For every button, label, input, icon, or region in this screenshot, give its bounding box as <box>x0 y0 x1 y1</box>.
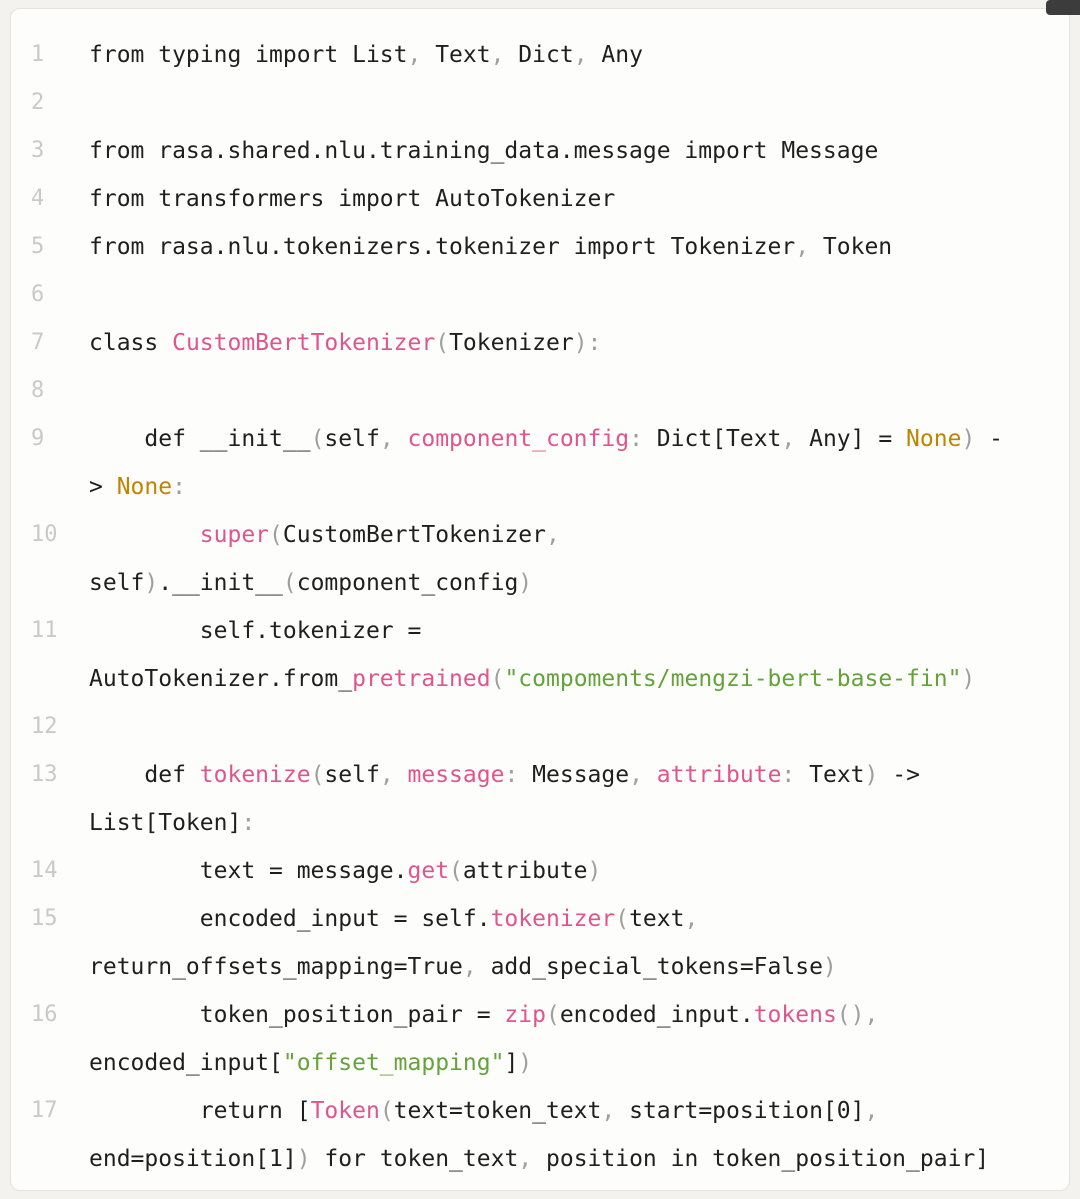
line-number: 6 <box>31 282 45 307</box>
line-number <box>31 655 89 703</box>
code-line: 7 class CustomBertTokenizer(Tokenizer): <box>31 319 1045 367</box>
code-text: end=position[1]) for token_text, positio… <box>89 1146 990 1172</box>
line-number: 1 <box>31 42 45 67</box>
line-number <box>31 1135 89 1183</box>
line-number: 11 <box>31 618 58 643</box>
code-line: 9 def __init__(self, component_config: D… <box>31 415 1045 463</box>
line-number <box>31 1039 89 1087</box>
code-line: 14 text = message.get(attribute) <box>31 847 1045 895</box>
code-text: super(CustomBertTokenizer, <box>199 522 560 548</box>
code-line: 1 from typing import List, Text, Dict, An… <box>31 31 1045 79</box>
code-text: self).__init__(component_config) <box>89 570 533 596</box>
code-line: return_offsets_mapping=True, add_special… <box>31 943 1045 991</box>
line-number <box>31 463 89 511</box>
code-line: 12 <box>31 703 1045 751</box>
code-text: from transformers import AutoTokenizer <box>89 186 616 212</box>
code-text: def tokenize(self, message: Message, att… <box>89 762 920 788</box>
code-text: > None: <box>89 474 186 500</box>
line-number: 16 <box>31 1002 58 1027</box>
line-number <box>31 799 89 847</box>
line-number: 15 <box>31 906 58 931</box>
code-line: self).__init__(component_config) <box>31 559 1045 607</box>
code-line: 5 from rasa.nlu.tokenizers.tokenizer impo… <box>31 223 1045 271</box>
code-line: 15 encoded_input = self.tokenizer(text, <box>31 895 1045 943</box>
code-line: 10 super(CustomBertTokenizer, <box>31 511 1045 559</box>
code-rows: 1 from typing import List, Text, Dict, An… <box>31 31 1045 1183</box>
line-number: 5 <box>31 234 45 259</box>
line-number: 17 <box>31 1098 58 1123</box>
code-line: List[Token]: <box>31 799 1045 847</box>
code-text: return_offsets_mapping=True, add_special… <box>89 954 837 980</box>
line-number: 2 <box>31 90 45 115</box>
code-text: def __init__(self, component_config: Dic… <box>89 426 1003 452</box>
line-number: 3 <box>31 138 45 163</box>
code-line: AutoTokenizer.from_pretrained("compoment… <box>31 655 1045 703</box>
code-line: encoded_input["offset_mapping"]) <box>31 1039 1045 1087</box>
code-line: 2 <box>31 79 1045 127</box>
code-text: token_position_pair = zip(encoded_input.… <box>89 1002 879 1028</box>
code-text: encoded_input = self.tokenizer(text, <box>89 906 699 932</box>
line-number <box>31 943 89 991</box>
code-line: 13 def tokenize(self, message: Message, … <box>31 751 1045 799</box>
code-text: from rasa.shared.nlu.training_data.messa… <box>89 138 879 164</box>
code-line: 17 return [Token(text=token_text, start=… <box>31 1087 1045 1135</box>
line-number: 12 <box>31 714 58 739</box>
code-text: return [Token(text=token_text, start=pos… <box>89 1098 879 1124</box>
code-line: 16 token_position_pair = zip(encoded_inp… <box>31 991 1045 1039</box>
code-text: from typing import List, Text, Dict, Any <box>89 42 643 68</box>
line-number <box>31 559 89 607</box>
line-number: 8 <box>31 378 45 403</box>
code-line: 11 self.tokenizer = <box>31 607 1045 655</box>
cropped-corner-button[interactable] <box>1046 0 1080 15</box>
line-number: 9 <box>31 426 45 451</box>
code-line: 8 <box>31 367 1045 415</box>
line-number: 10 <box>31 522 58 547</box>
code-text: encoded_input["offset_mapping"]) <box>89 1050 533 1076</box>
code-text: class CustomBertTokenizer(Tokenizer): <box>89 330 602 356</box>
code-text: text = message.get(attribute) <box>89 858 602 884</box>
line-number: 13 <box>31 762 58 787</box>
line-number: 7 <box>31 330 45 355</box>
code-line: end=position[1]) for token_text, positio… <box>31 1135 1045 1183</box>
code-text: List[Token]: <box>89 810 256 836</box>
line-number: 14 <box>31 858 58 883</box>
code-text: AutoTokenizer.from_pretrained("compoment… <box>89 666 976 692</box>
code-line: 4 from transformers import AutoTokenizer <box>31 175 1045 223</box>
code-text: from rasa.nlu.tokenizers.tokenizer impor… <box>89 234 893 260</box>
code-block: 1 from typing import List, Text, Dict, An… <box>10 8 1070 1191</box>
line-number: 4 <box>31 186 45 211</box>
code-line: 6 <box>31 271 1045 319</box>
code-line: 3 from rasa.shared.nlu.training_data.mess… <box>31 127 1045 175</box>
code-line: > None: <box>31 463 1045 511</box>
code-text: self.tokenizer = <box>89 618 422 644</box>
